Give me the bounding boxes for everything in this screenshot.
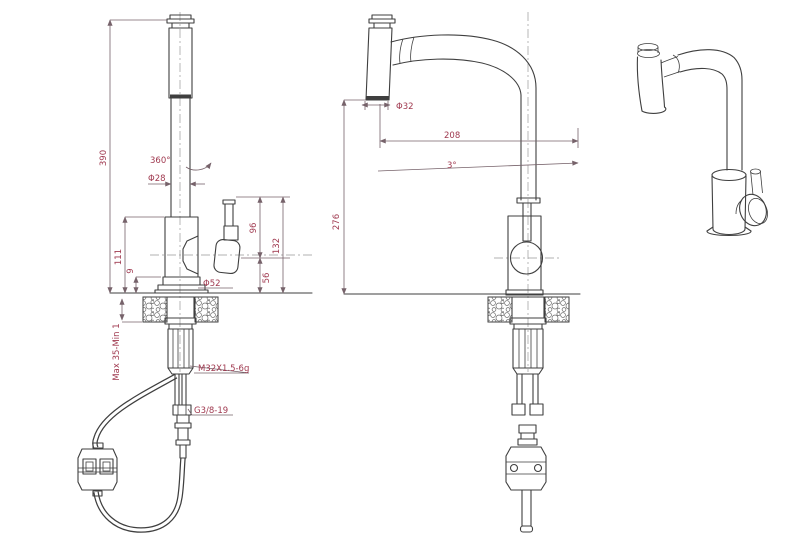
front-dimensions: 390 111 9 Max 35-Min 1 96 56 132 360° Φ2… — [99, 19, 290, 416]
dim-base-diameter: Φ52 — [203, 279, 221, 289]
front-base — [154, 276, 209, 294]
dim-mounting-thread: M32X1.5-6g — [198, 364, 249, 374]
perspective-spray-head — [636, 43, 667, 114]
dim-inlet-thread: G3/8-19 — [194, 406, 228, 416]
dim-head-diameter: Φ32 — [396, 102, 414, 112]
dim-spout-tilt-angle: 3° — [447, 161, 457, 171]
front-view-drawing: 390 111 9 Max 35-Min 1 96 56 132 360° Φ2… — [77, 12, 313, 533]
dim-spout-reach: 208 — [444, 131, 460, 141]
front-countertop-section — [109, 292, 313, 323]
front-inlet-fittings — [172, 373, 192, 459]
front-riser-pipe — [170, 97, 191, 218]
dim-counter-thickness: Max 35-Min 1 — [112, 323, 122, 380]
side-view-drawing: 276 Φ32 208 3° — [332, 12, 581, 533]
front-hose-weight — [77, 442, 118, 497]
side-mounting-hardware — [509, 296, 547, 375]
side-hose-weight — [505, 446, 547, 533]
front-mounting-hardware — [164, 296, 197, 375]
side-dimensions: 276 Φ32 208 3° — [332, 99, 579, 295]
side-handle-rod — [522, 202, 532, 242]
front-pullout-hose — [92, 373, 186, 533]
side-spout — [390, 34, 541, 204]
side-valve-body — [505, 215, 544, 296]
side-spray-head — [365, 14, 396, 101]
front-spout-outlet-detail — [182, 235, 199, 275]
dim-total-height: 390 — [99, 150, 109, 166]
front-spray-head — [166, 14, 195, 99]
front-handle — [213, 199, 241, 275]
dim-body-height: 111 — [114, 249, 124, 265]
perspective-handle — [735, 168, 768, 227]
side-inlet-fittings — [511, 373, 544, 446]
perspective-spout — [660, 49, 743, 171]
dim-base-height: 9 — [126, 268, 136, 273]
dim-handle-lower-height: 56 — [262, 273, 272, 284]
dim-spout-height: 276 — [332, 214, 342, 230]
dim-swivel-angle: 360° — [150, 156, 170, 166]
perspective-body — [706, 168, 752, 237]
dim-handle-top-height: 96 — [249, 223, 259, 234]
perspective-view-drawing — [636, 43, 768, 237]
dim-handle-overall-height: 132 — [272, 238, 282, 254]
dim-spout-pipe-diameter: Φ28 — [148, 174, 166, 184]
front-valve-body — [164, 216, 199, 278]
